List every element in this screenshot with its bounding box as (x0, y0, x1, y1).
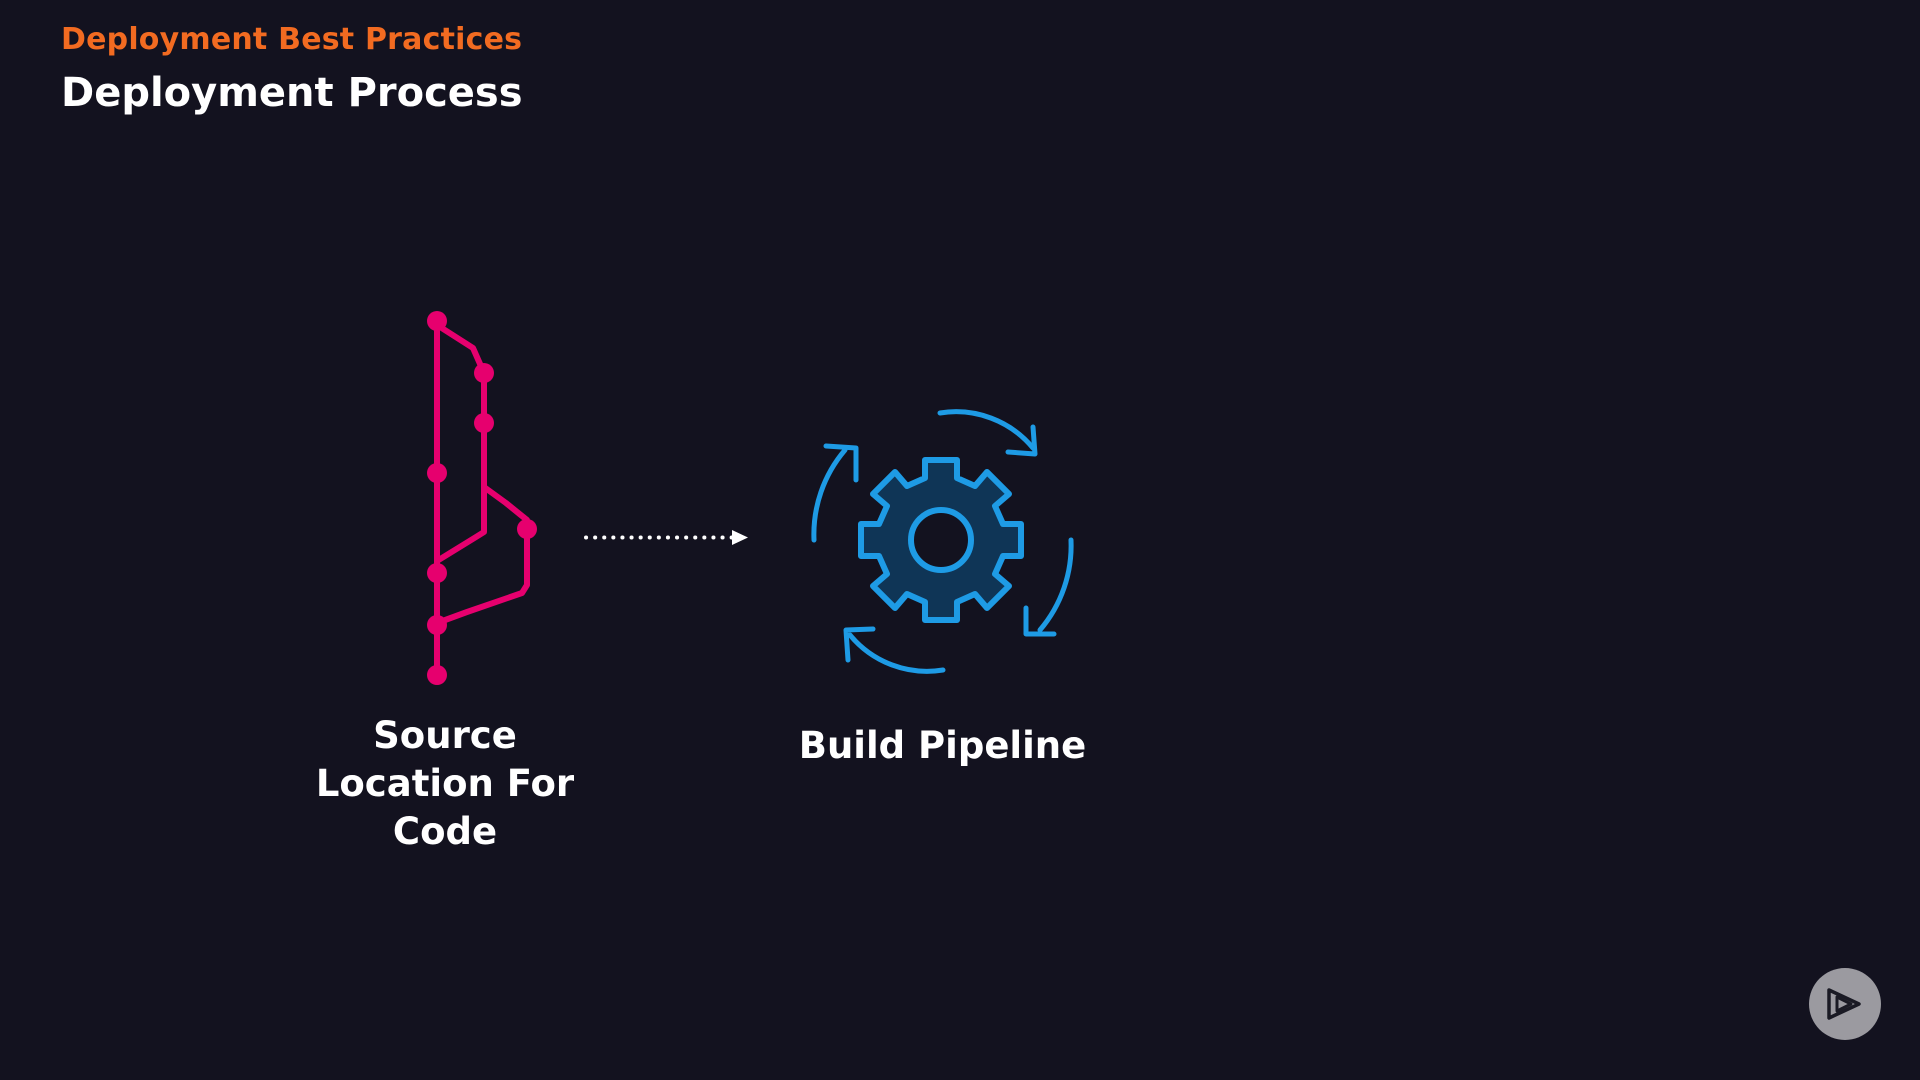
course-title: Deployment Best Practices (61, 22, 523, 57)
module-title: Deployment Process (61, 70, 523, 116)
play-button[interactable] (1809, 968, 1881, 1040)
source-node-label: Source Location For Code (315, 714, 575, 853)
build-node-label: Build Pipeline (798, 724, 1087, 767)
git-branch-icon (427, 311, 537, 685)
gear-cycle-icon (811, 409, 1074, 674)
play-icon (1827, 988, 1861, 1020)
dotted-arrow (584, 530, 748, 545)
